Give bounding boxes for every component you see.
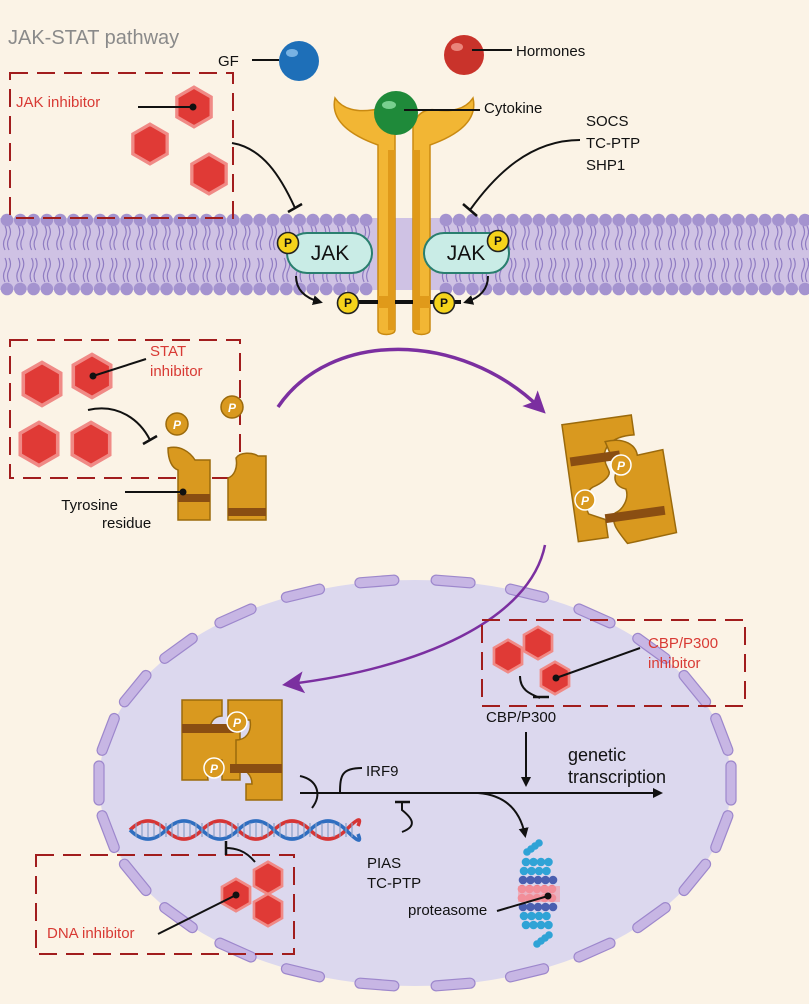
jak-left: JAK P <box>276 231 373 274</box>
hormones-label: Hormones <box>516 43 585 60</box>
hormones-ligand: Hormones <box>444 35 585 75</box>
cytokine-ligand: Cytokine <box>374 91 542 135</box>
phospho-label: P <box>440 296 448 310</box>
phospho-label: P <box>494 234 502 248</box>
proteasome-pointer <box>496 895 549 912</box>
cytokine-label: Cytokine <box>484 100 542 117</box>
jak-right-label: JAK <box>447 242 486 265</box>
genetic-transcription-label-2: transcription <box>568 767 666 787</box>
proteasome-label: proteasome <box>408 902 487 919</box>
socs-group: SOCS TC-PTP SHP1 <box>462 113 640 217</box>
phospho-label: P <box>284 236 292 250</box>
phospho-label: P <box>210 762 219 776</box>
tyrosine-label-2: residue <box>102 515 151 532</box>
irf9-label: IRF9 <box>366 763 399 780</box>
phospho-label: P <box>344 296 352 310</box>
page-title: JAK-STAT pathway <box>8 27 179 49</box>
gf-label: GF <box>218 53 239 70</box>
phospho-label: P <box>233 716 242 730</box>
jak-inhibitor-label: JAK inhibitor <box>16 94 100 111</box>
pias-label: PIAS <box>367 855 401 872</box>
stat-inhibitor-label-1: STAT <box>150 343 186 360</box>
tcptp-label: TC-PTP <box>586 135 640 152</box>
cytokine-receptor <box>333 96 475 336</box>
irf9-connector <box>339 767 363 794</box>
shp1-label: SHP1 <box>586 157 625 174</box>
stat-inhibitor-label-2: inhibitor <box>150 363 203 380</box>
cell-membrane <box>0 213 809 296</box>
cbp-inhibitor-label-2: inhibitor <box>648 655 701 672</box>
pias-group: PIAS TC-PTP <box>367 800 421 892</box>
stat-dimer-nucleus: P P <box>181 699 283 801</box>
phospho-label: P <box>617 459 626 473</box>
jak-right-arrow <box>463 275 489 305</box>
phospho-label: P <box>173 418 182 432</box>
pias-tcptp-label: TC-PTP <box>367 875 421 892</box>
jak-left-arrow <box>295 275 323 306</box>
genetic-transcription-label-1: genetic <box>568 745 626 765</box>
stat-dimer-cytoplasm: P P <box>561 414 678 545</box>
nuclear-translocation-arrow <box>282 544 547 694</box>
receptor-phosphates: P P <box>336 291 456 315</box>
promoter-bracket <box>299 775 319 809</box>
dna-helix <box>128 818 362 842</box>
gf-ligand: GF <box>218 41 319 81</box>
cbp-label: CBP/P300 <box>486 709 556 726</box>
phospho-label: P <box>228 401 237 415</box>
proteasome <box>517 839 560 948</box>
jak-right: JAK P <box>423 229 510 274</box>
socs-label: SOCS <box>586 113 629 130</box>
phospho-label: P <box>581 494 590 508</box>
jak-left-label: JAK <box>311 242 350 265</box>
dna-inhibitor-label: DNA inhibitor <box>47 925 135 942</box>
dna-inhibitor-box: DNA inhibitor <box>35 841 295 955</box>
tyrosine-label-1: Tyrosine <box>61 497 118 514</box>
degradation-arrow <box>477 792 529 838</box>
dimerization-arrow <box>276 347 546 414</box>
stat-inhibitor-box: STAT inhibitor <box>9 339 241 479</box>
cbp-inhibitor-box: CBP/P300 inhibitor <box>481 619 746 707</box>
jak-inhibitor-box: JAK inhibitor <box>9 72 303 219</box>
cbp-inhibitor-label-1: CBP/P300 <box>648 635 718 652</box>
stat-monomers: P P Tyrosine residue <box>61 395 267 532</box>
